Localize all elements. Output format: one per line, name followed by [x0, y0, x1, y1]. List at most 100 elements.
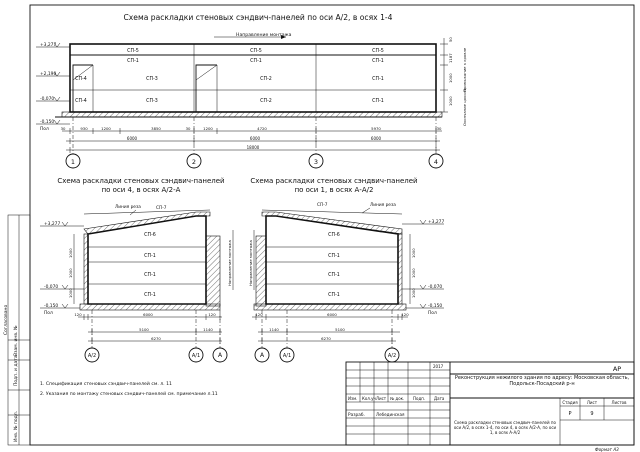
dim-label: 1140 — [269, 327, 279, 332]
level-mark: -0,150 — [428, 303, 442, 309]
panel-label: СП-1 — [144, 272, 156, 278]
main-elevation: Схема раскладки стеновых сэндвич-панелей… — [36, 13, 467, 169]
dim-label: 120 — [74, 312, 82, 317]
section1-top-panel: СП-7 — [317, 202, 328, 208]
section4-top-panel: СП-7 — [156, 205, 167, 211]
side-stamp-agreed: Согласовано — [3, 305, 9, 335]
notes: 1. Спецификация стеновых сэндвич-панелей… — [40, 380, 218, 397]
dim-label: 6000 — [327, 312, 337, 317]
right-dim: 1000 — [448, 96, 453, 106]
right-dim: 1000 — [411, 288, 416, 298]
bay-dim: 6000 — [250, 136, 261, 141]
panel-label: СП-5 — [372, 48, 384, 54]
dim-label: 30 — [186, 126, 191, 131]
side-stamp-orig: Инв. № подл. — [13, 411, 19, 442]
dim-label: 6000 — [143, 312, 153, 317]
dim-label: 930 — [80, 126, 88, 131]
side-stamp-sign: Подп. и дата — [13, 355, 19, 386]
right-dim: 1000 — [411, 248, 416, 258]
title-block: 2017 Изм. Кол.уч Лист № док. Подп. Дата … — [345, 361, 635, 452]
stamp-col: Кол.уч — [362, 396, 376, 401]
dim-label: 4720 — [257, 126, 267, 131]
panel-label: СП-1 — [144, 253, 156, 259]
dim-label: 5100 — [139, 327, 149, 332]
mount-direction-label: Направление монтажа — [248, 240, 253, 286]
dim-label: 120 — [401, 312, 409, 317]
right-dim: 1000 — [411, 268, 416, 278]
panel-label: СП-1 — [372, 76, 384, 82]
dim-label: 120 — [255, 312, 263, 317]
panel-label: СП-6 — [328, 232, 340, 238]
axis-bubble: 2 — [192, 158, 196, 166]
left-dim: 1000 — [68, 268, 73, 278]
panel-label: СП-2 — [260, 76, 272, 82]
section-axis-4: Схема раскладки стеновых сэндвич-панелей… — [40, 177, 234, 363]
axis-bubble: 4 — [434, 158, 438, 166]
panel-label: СП-3 — [146, 98, 158, 104]
stamp-stage: Р — [568, 411, 571, 417]
stamp-col: Изм. — [348, 396, 357, 401]
section4-title-line1: Схема раскладки стеновых сэндвич-панелей — [57, 177, 224, 185]
level-mark: +3,277 — [428, 219, 444, 225]
axis-bubble: А — [260, 352, 265, 359]
total-dim: 6270 — [151, 336, 161, 341]
stamp-col: Дата — [434, 396, 445, 401]
panel-label: СП-5 — [127, 48, 139, 54]
left-dim: 1000 — [68, 288, 73, 298]
bay-dim: 6000 — [371, 136, 382, 141]
right-dim: 1000 — [448, 73, 453, 83]
level-mark: +2,190 — [40, 71, 56, 77]
panel-label: СП-3 — [146, 76, 158, 82]
side-stamp-inv: Взам. инв. № — [13, 325, 19, 356]
mount-direction-label: Направление монтажа — [227, 240, 232, 286]
dim-label: 30 — [61, 126, 66, 131]
floor-label: Пол — [44, 310, 53, 316]
dim-label: 3850 — [151, 126, 161, 131]
panel-label: СП-2 — [260, 98, 272, 104]
panel-label: СП-1 — [328, 253, 340, 259]
stamp-col: Лист — [376, 396, 387, 401]
section1-title-line2: по оси 1, в осях А-А/2 — [295, 186, 374, 194]
left-dim: 1000 — [68, 248, 73, 258]
axis-bubble: А — [218, 352, 223, 359]
panel-label: СП-1 — [127, 58, 139, 64]
panel-label: СП-6 — [144, 232, 156, 238]
stamp-sheet: 9 — [590, 411, 593, 417]
dim-label: 1140 — [203, 327, 213, 332]
section-axis-1: Схема раскладки стеновых сэндвич-панелей… — [248, 177, 444, 363]
level-mark: -0,070 — [40, 96, 54, 102]
stamp-stage-header: Стадия — [562, 400, 578, 405]
level-mark: +3,277 — [40, 42, 56, 48]
mount-direction-label: Направление монтажа — [236, 32, 292, 38]
floor-label: Пол — [40, 126, 49, 132]
dim-label: 30 — [437, 126, 442, 131]
axis-bubble: А/1 — [192, 353, 200, 359]
axis-bubble: 1 — [71, 158, 75, 166]
dim-label: 5100 — [335, 327, 345, 332]
elevation-title: Схема раскладки стеновых сэндвич-панелей… — [124, 13, 393, 22]
panel-label: СП-1 — [372, 58, 384, 64]
cut-line-label: Линия реза — [115, 204, 141, 210]
section1-title-line1: Схема раскладки стеновых сэндвич-панелей — [250, 177, 417, 185]
stamp-year: 2017 — [433, 364, 444, 369]
stamp-code: АР — [613, 365, 621, 373]
bay-dim: 6000 — [127, 136, 138, 141]
total-dim: 6270 — [321, 336, 331, 341]
format-label: Формат А3 — [595, 447, 619, 452]
axis-bubble: А/2 — [88, 353, 96, 359]
stamp-person: Лебединская — [376, 412, 405, 417]
section4-title-line2: по оси 4, в осях А/2-А — [102, 186, 181, 194]
right-note: Окончание цоколя — [462, 89, 467, 126]
dim-label: 120 — [208, 312, 216, 317]
panel-label: СП-1 — [250, 58, 262, 64]
axis-bubble: А/2 — [388, 353, 396, 359]
panel-label: СП-4 — [75, 98, 87, 104]
level-mark: -0,150 — [44, 303, 58, 309]
right-note: Примыкание к кровле — [462, 47, 467, 92]
panel-label: СП-4 — [75, 76, 87, 82]
level-mark: -0,150 — [40, 119, 54, 125]
axis-bubble: А/1 — [283, 353, 291, 359]
dim-label: 1200 — [101, 126, 111, 131]
